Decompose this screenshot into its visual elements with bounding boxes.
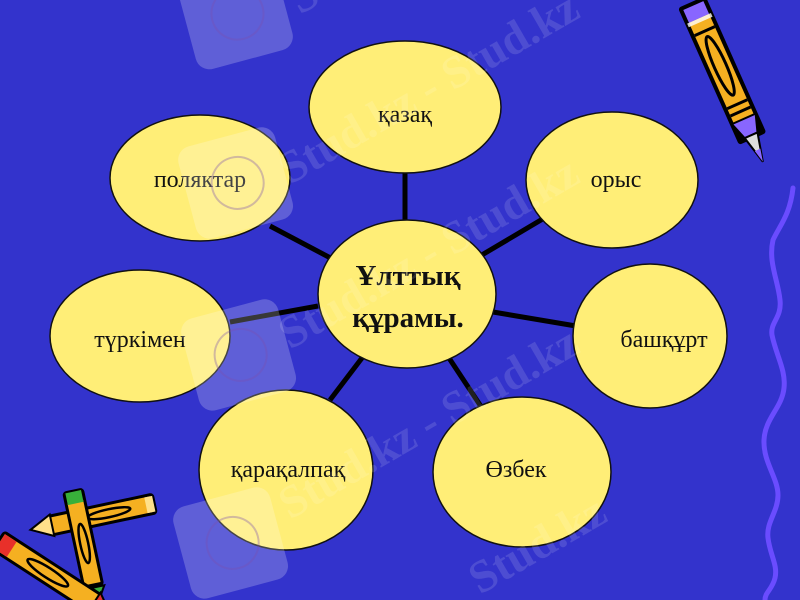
watermark-logo-icon — [178, 127, 294, 239]
node-poles: поляктар — [109, 114, 291, 242]
node-ellipse — [572, 263, 728, 409]
center-node: Ұлттық құрамы. — [317, 219, 497, 369]
node-uzbek: Өзбек — [432, 396, 612, 548]
node-label: орыс — [591, 167, 642, 193]
node-ellipse — [198, 389, 374, 551]
connector-karakalpak — [328, 352, 367, 402]
node-turkmen: түркімен — [49, 269, 231, 403]
watermark-logo-icon — [177, 0, 293, 70]
center-label-line2: құрамы. — [352, 302, 463, 334]
watermark-text: Stud.kz — [280, 0, 435, 24]
node-label: поляктар — [154, 167, 246, 193]
node-label: қазақ — [378, 102, 432, 128]
node-ellipse — [49, 269, 231, 403]
crayons-icon — [0, 488, 158, 600]
squiggle-line-decoration — [761, 185, 796, 600]
center-ellipse — [317, 219, 497, 369]
node-karakalpak: қарақалпақ — [198, 389, 374, 551]
watermark-logo-icon — [181, 299, 297, 411]
node-ellipse — [109, 114, 291, 242]
node-russian: орыс — [525, 111, 699, 249]
node-label: қарақалпақ — [231, 457, 346, 483]
connector-turkmen — [229, 303, 319, 325]
pencil-icon — [678, 0, 766, 163]
connector-bashkir — [492, 309, 577, 329]
connectors — [229, 172, 577, 410]
node-ellipse — [432, 396, 612, 548]
node-kazakh: қазақ — [308, 40, 502, 174]
connector-uzbek — [444, 353, 485, 410]
watermark: Stud.kz - Stud.kz Stud.kz - Stud.kz Stud… — [173, 0, 615, 600]
center-label-line1: Ұлттық — [355, 260, 460, 292]
node-label: башқұрт — [620, 327, 708, 353]
node-bashkir: башқұрт — [572, 263, 728, 409]
node-ellipse — [525, 111, 699, 249]
node-label: Өзбек — [485, 457, 546, 483]
watermark-logo-icon — [173, 487, 289, 599]
node-ellipse — [308, 40, 502, 174]
node-label: түркімен — [94, 327, 186, 353]
connector-poles — [268, 223, 342, 266]
